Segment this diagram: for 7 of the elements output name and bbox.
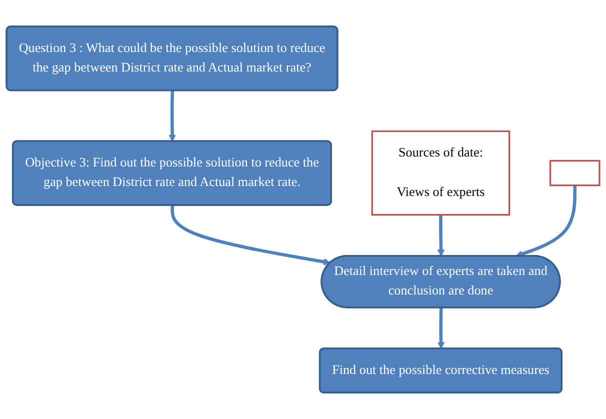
node-box: Sources of date: Views of experts xyxy=(371,130,510,216)
arrow xyxy=(437,214,445,257)
arrow xyxy=(168,90,176,142)
node-box xyxy=(549,160,600,186)
arrow xyxy=(516,185,576,258)
arrow xyxy=(170,205,331,266)
arrow xyxy=(437,308,445,350)
